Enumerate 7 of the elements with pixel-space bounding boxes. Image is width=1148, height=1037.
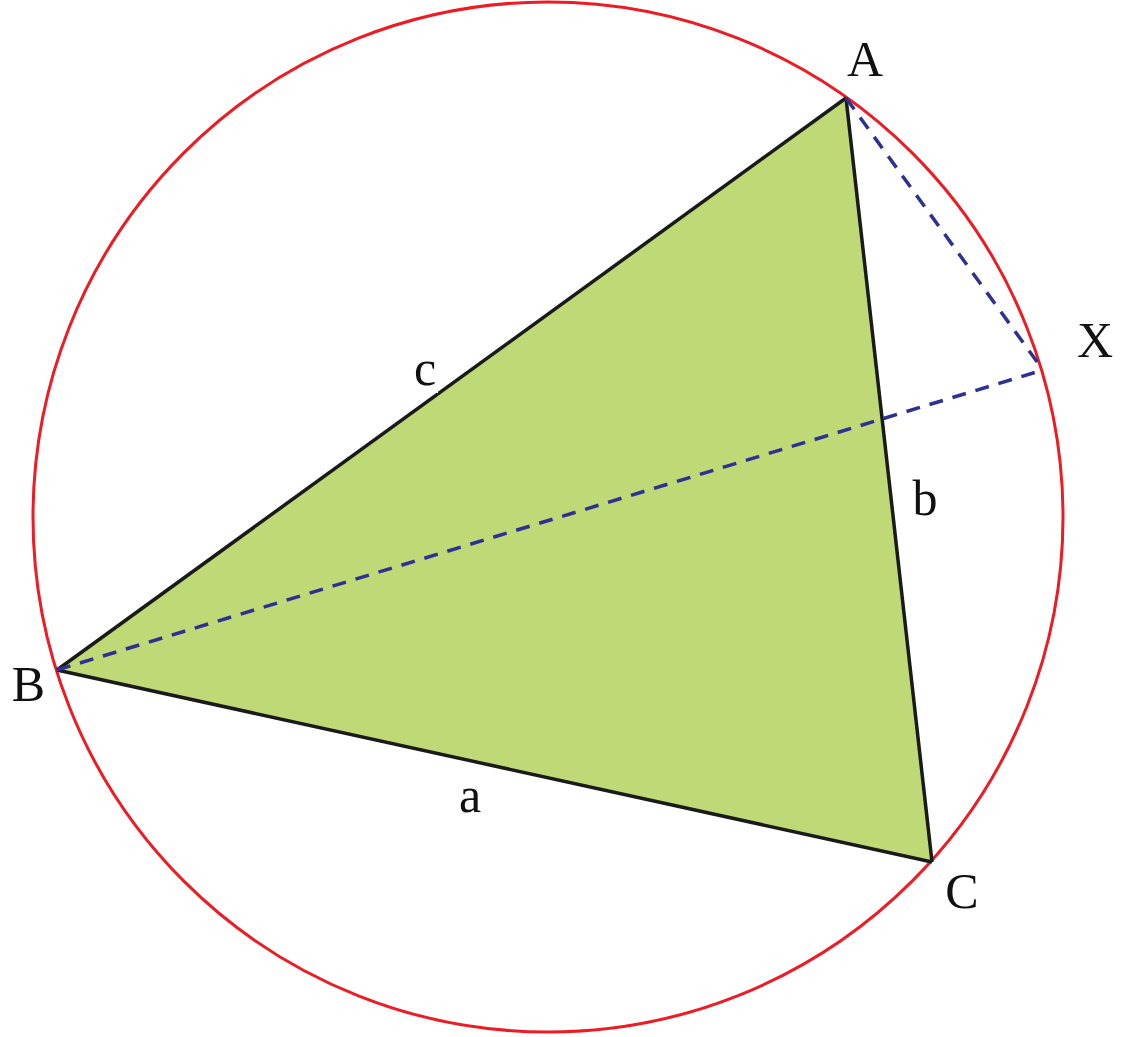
vertex-label: C (945, 866, 979, 916)
triangle-side (56, 668, 933, 864)
vertex-label: B (11, 659, 46, 709)
triangle-side (55, 96, 848, 672)
vertex-label: A (846, 34, 884, 84)
vertex-label: X (1076, 315, 1114, 365)
triangle-side (844, 97, 934, 863)
